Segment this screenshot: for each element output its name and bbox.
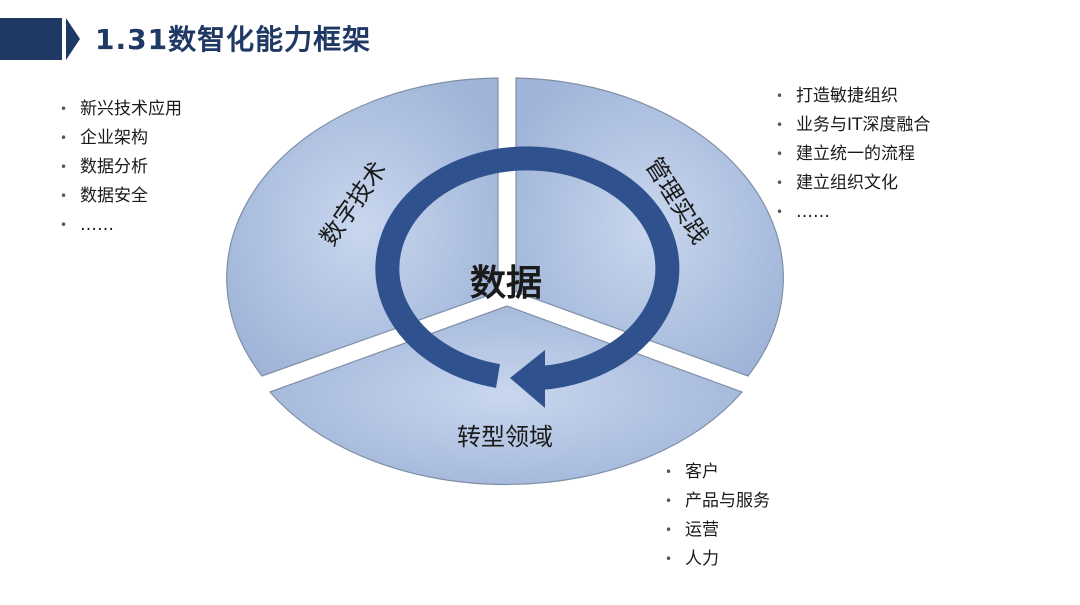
segment-digital-tech: [226, 77, 499, 377]
list-item: 数据分析: [60, 153, 182, 182]
list-item: 新兴技术应用: [60, 95, 182, 124]
list-item: 人力: [665, 545, 770, 574]
management-practice-list: 打造敏捷组织 业务与IT深度融合 建立统一的流程 建立组织文化 ……: [776, 82, 930, 227]
transformation-area-list: 客户 产品与服务 运营 人力: [665, 458, 770, 574]
center-label: 数据: [470, 263, 542, 304]
list-item: 建立统一的流程: [776, 140, 930, 169]
list-item: ……: [60, 211, 182, 240]
cycle-arrow-head-icon: [510, 350, 545, 408]
list-item: ……: [776, 198, 930, 227]
list-item: 数据安全: [60, 182, 182, 211]
list-item: 建立组织文化: [776, 169, 930, 198]
digital-tech-list: 新兴技术应用 企业架构 数据分析 数据安全 ……: [60, 95, 182, 240]
segment-label-transformation-area: 转型领域: [457, 423, 553, 451]
header-banner: [0, 18, 80, 60]
list-item: 运营: [665, 516, 770, 545]
list-item: 产品与服务: [665, 487, 770, 516]
cycle-arrow: [375, 146, 680, 390]
list-item: 企业架构: [60, 124, 182, 153]
list-item: 业务与IT深度融合: [776, 111, 930, 140]
list-item: 客户: [665, 458, 770, 487]
list-item: 打造敏捷组织: [776, 82, 930, 111]
page-title: 1.31数智化能力框架: [95, 23, 372, 56]
